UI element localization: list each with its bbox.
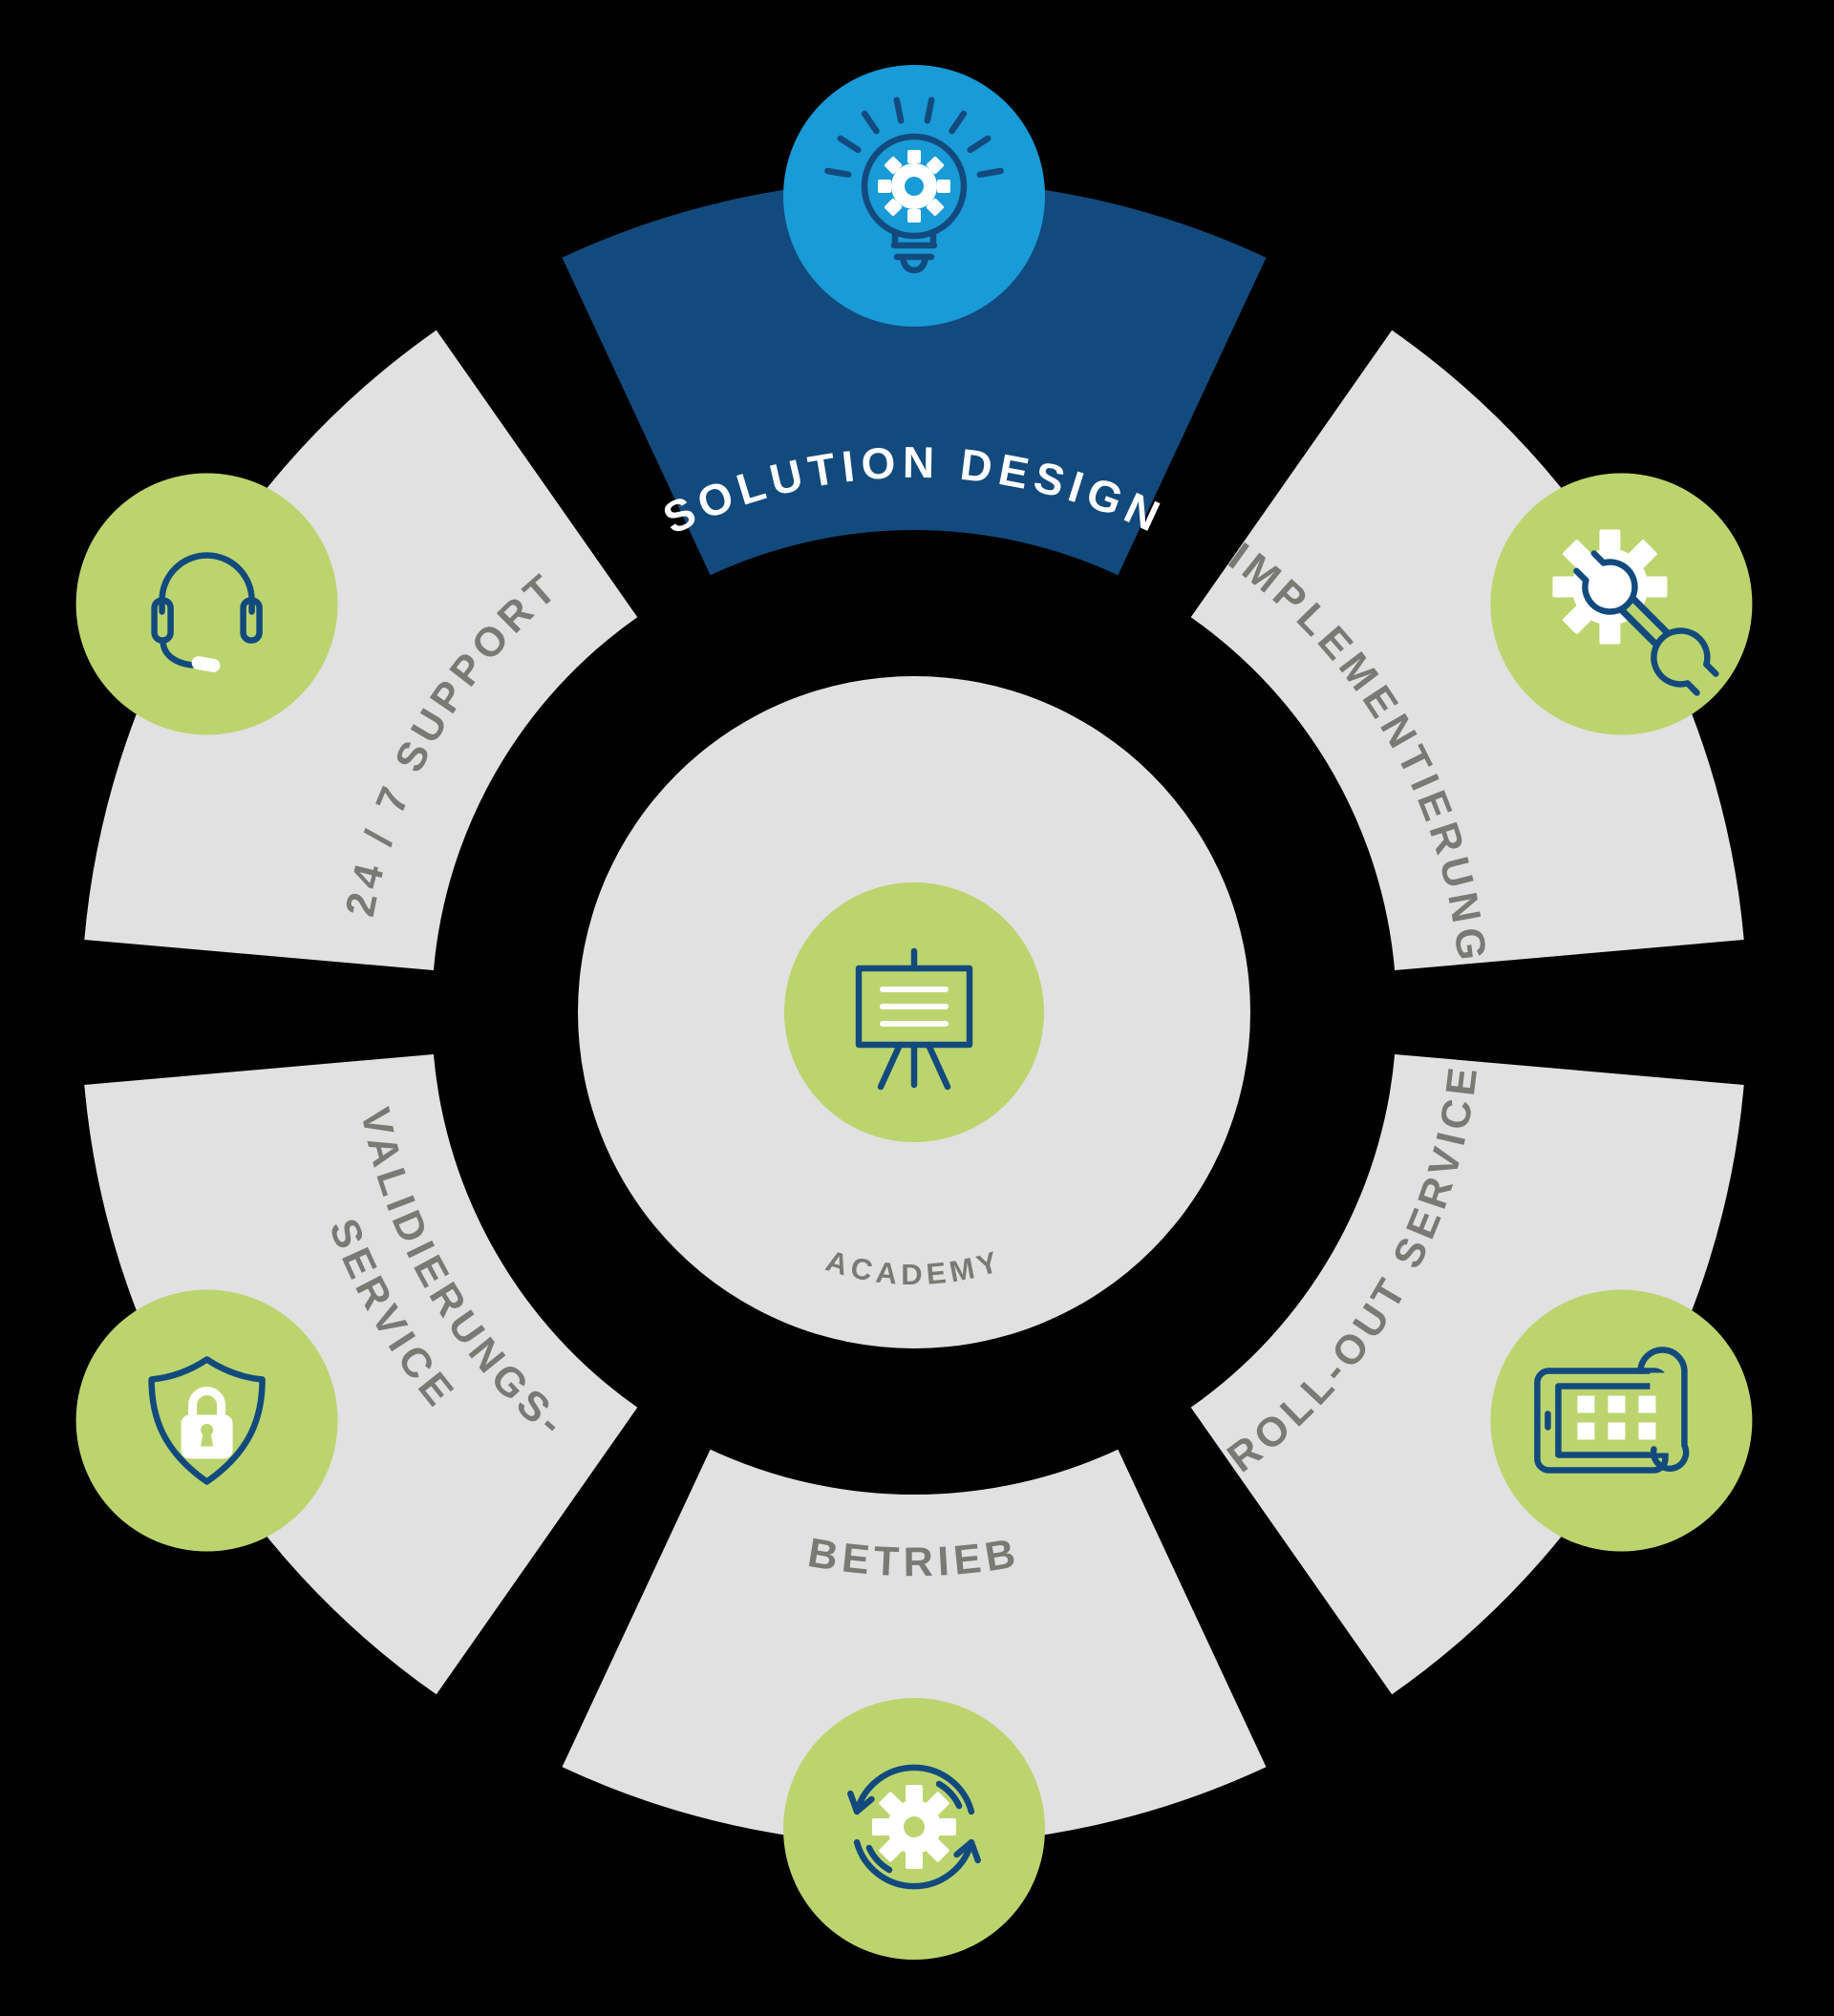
board-lines xyxy=(880,987,949,1027)
lightbulb-gear-icon xyxy=(783,65,1045,327)
sync-arrows xyxy=(847,1764,981,1890)
wrench-glyph xyxy=(1573,550,1719,696)
mic-tip xyxy=(191,656,221,672)
blueprint-roll xyxy=(1637,1347,1690,1473)
sector-solution-design xyxy=(562,180,1267,576)
sector-validierungs-service xyxy=(84,1054,638,1695)
sector-24-7-support xyxy=(84,329,638,970)
grid-squares xyxy=(1577,1395,1656,1440)
icon-circle xyxy=(1490,1289,1753,1552)
gear-wrench-icon xyxy=(1490,473,1753,735)
segment-solution-design: SOLUTION DESIGN xyxy=(562,65,1267,576)
shield-lock-icon xyxy=(75,1289,338,1552)
sector-betrieb xyxy=(562,1449,1267,1845)
sector-implementierung xyxy=(1190,329,1744,970)
sector-roll-out-service xyxy=(1190,1054,1744,1695)
gear-sync-arrows-icon xyxy=(783,1698,1045,1960)
icon-circle xyxy=(784,882,1044,1142)
icon-circle xyxy=(75,473,338,735)
tablet-blueprint-icon xyxy=(1490,1289,1753,1552)
presentation-board-icon xyxy=(784,882,1044,1142)
segment-betrieb: BETRIEB xyxy=(562,1449,1267,1960)
headset-icon xyxy=(75,473,338,735)
center-academy: ACADEMY xyxy=(578,676,1250,1348)
